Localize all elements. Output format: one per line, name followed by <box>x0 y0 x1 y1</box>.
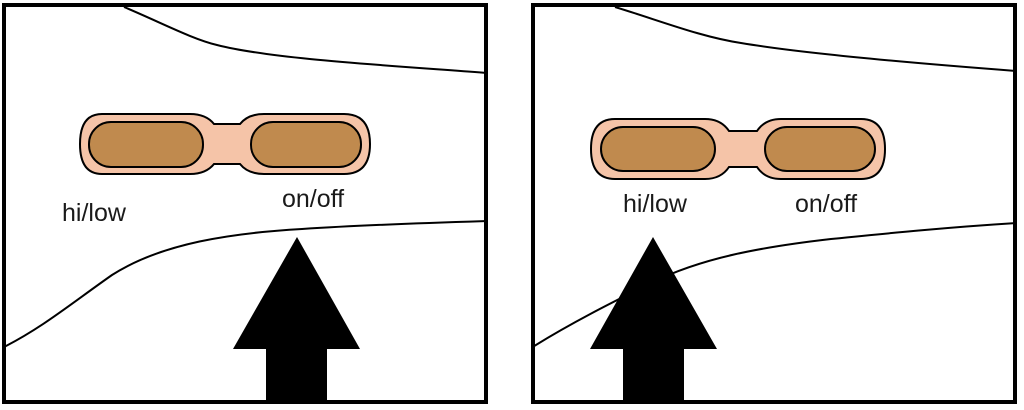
switch-pair-icon <box>589 118 887 180</box>
panel-left: hi/low on/off <box>2 3 488 404</box>
on-off-button[interactable] <box>764 126 876 172</box>
upper-contour-line <box>123 7 484 74</box>
up-arrow-icon <box>590 237 717 400</box>
on-off-label: on/off <box>795 190 858 218</box>
hi-low-label: hi/low <box>623 190 687 218</box>
hi-low-button[interactable] <box>88 121 204 168</box>
on-off-button[interactable] <box>250 121 362 168</box>
lower-contour-line <box>535 222 1013 347</box>
upper-contour-line <box>614 7 1013 72</box>
panel-left-drawing <box>6 7 484 400</box>
on-off-label: on/off <box>282 185 345 213</box>
hi-low-label: hi/low <box>62 199 126 227</box>
switch-pair-icon <box>78 113 372 175</box>
panel-right-drawing <box>535 7 1013 400</box>
hi-low-button[interactable] <box>600 126 716 172</box>
panel-right: hi/low on/off <box>531 3 1017 404</box>
lower-contour-line <box>6 220 484 348</box>
up-arrow-icon <box>233 237 360 400</box>
